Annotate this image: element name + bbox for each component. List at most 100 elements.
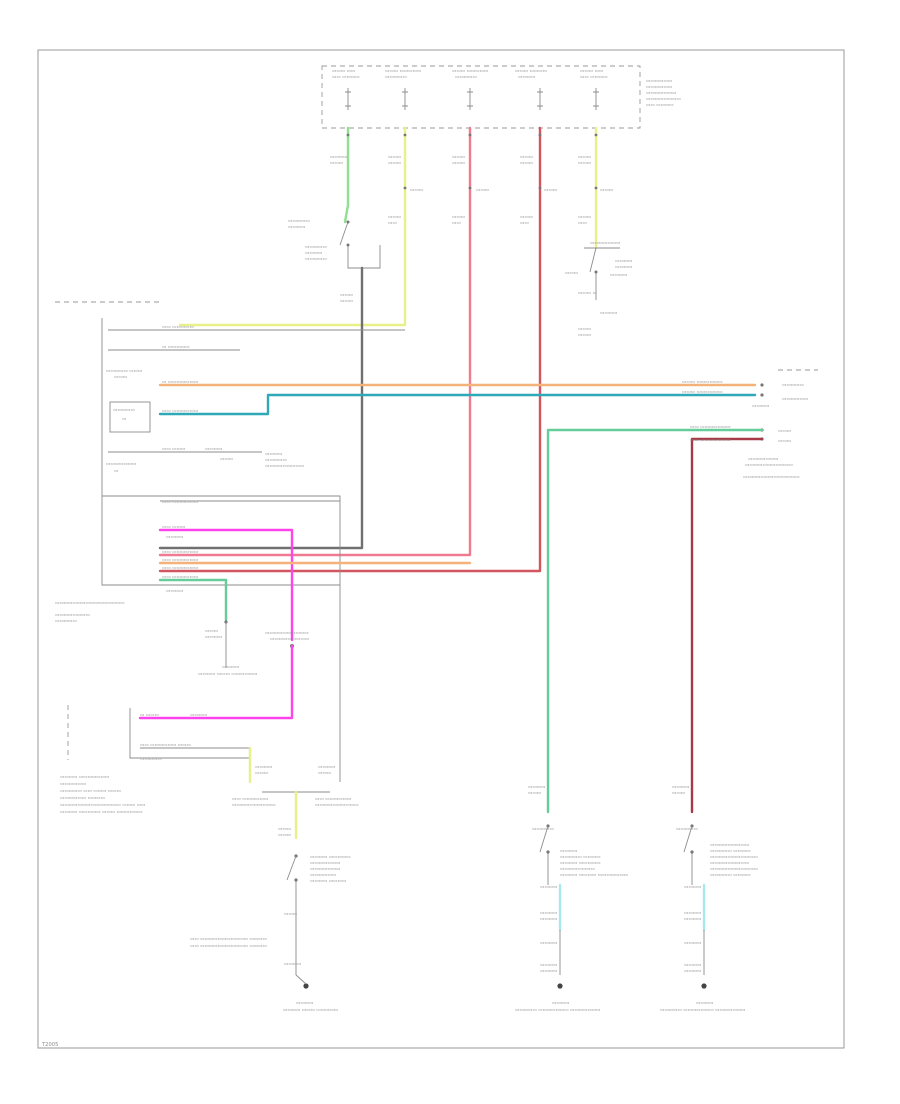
svg-text:▭▭▭▭▭▭: ▭▭▭▭▭▭ xyxy=(310,873,336,878)
wire-label-gray: ▭▭▭▭▭▭ xyxy=(340,293,353,304)
svg-text:▭▭▭▭▭▭▭▭▭▭▭▭▭▭▭▭: ▭▭▭▭▭▭▭▭▭▭▭▭▭▭▭▭ xyxy=(55,601,124,606)
svg-text:▭▭ ▭▭▭▭▭▭: ▭▭ ▭▭▭▭▭▭ xyxy=(162,566,198,571)
svg-text:▭▭: ▭▭ xyxy=(452,221,461,226)
svg-text:▭▭▭▭▭▭▭: ▭▭▭▭▭▭▭ xyxy=(646,91,676,96)
svg-text:▭▭▭▭ ▭▭▭ ▭▭▭▭▭: ▭▭▭▭ ▭▭▭ ▭▭▭▭▭ xyxy=(283,1008,338,1013)
svg-text:▭▭▭: ▭▭▭ xyxy=(578,333,591,338)
svg-text:▭▭▭ ▭▭: ▭▭▭ ▭▭ xyxy=(332,69,355,74)
svg-text:▭▭▭▭▭ ▭▭ ▭▭▭ ▭▭▭: ▭▭▭▭▭ ▭▭ ▭▭▭ ▭▭▭ xyxy=(60,789,121,794)
svg-text:▭▭▭▭▭: ▭▭▭▭▭ xyxy=(305,257,327,262)
svg-text:▭▭▭: ▭▭▭ xyxy=(330,161,343,166)
svg-text:▭▭▭▭: ▭▭▭▭ xyxy=(684,941,701,946)
svg-text:▭▭▭▭: ▭▭▭▭ xyxy=(205,447,222,452)
svg-text:▭▭▭: ▭▭▭ xyxy=(778,439,791,444)
diagram-border xyxy=(37,49,845,1049)
fuses xyxy=(345,88,599,110)
diagram-footer-code: T2005 xyxy=(41,1042,58,1048)
svg-text:▭▭▭: ▭▭▭ xyxy=(278,833,291,838)
svg-text:▭▭▭: ▭▭▭ xyxy=(452,155,465,160)
svg-text:▭▭▭▭▭▭▭▭: ▭▭▭▭▭▭▭▭ xyxy=(560,867,595,872)
svg-text:▭ ▭▭▭: ▭ ▭▭▭ xyxy=(140,713,159,718)
central-junction-box xyxy=(321,65,641,129)
svg-text:▭▭▭: ▭▭▭ xyxy=(578,161,591,166)
svg-text:▭▭▭▭: ▭▭▭▭ xyxy=(540,941,557,946)
svg-text:▭▭▭: ▭▭▭ xyxy=(520,161,533,166)
svg-text:▭▭: ▭▭ xyxy=(388,221,397,226)
svg-text:▭ ▭▭▭▭▭▭▭: ▭ ▭▭▭▭▭▭▭ xyxy=(162,380,198,385)
svg-text:▭▭▭: ▭▭▭ xyxy=(544,188,557,193)
svg-text:▭▭ ▭▭▭▭: ▭▭ ▭▭▭▭ xyxy=(646,103,674,108)
svg-text:▭▭▭▭ ▭▭▭▭▭▭▭: ▭▭▭▭ ▭▭▭▭▭▭▭ xyxy=(60,775,109,780)
svg-text:▭▭▭▭▭▭▭: ▭▭▭▭▭▭▭ xyxy=(590,241,620,246)
svg-text:▭▭▭▭▭▭▭: ▭▭▭▭▭▭▭ xyxy=(106,462,136,467)
svg-text:▭▭▭▭: ▭▭▭▭ xyxy=(615,259,632,264)
right-bus-labels: ▭▭ ▭▭▭▭▭▭▭▭▭ ▭▭▭▭▭▭▭ ▭▭▭▭▭▭ ▭▭▭▭▭▭▭▭▭▭▭▭… xyxy=(690,425,799,480)
svg-text:▭▭▭▭: ▭▭▭▭ xyxy=(222,665,239,670)
svg-text:▭▭ ▭▭▭▭: ▭▭ ▭▭▭▭ xyxy=(580,75,608,80)
svg-text:▭▭▭▭: ▭▭▭▭ xyxy=(318,765,335,770)
lower-left-module: ▭ ▭▭▭▭▭▭▭ ▭▭ ▭▭▭▭▭▭ ▭▭▭▭▭▭▭▭ ▭▭▭▭ ▭▭▭▭▭▭… xyxy=(60,705,250,815)
svg-text:▭▭▭▭: ▭▭▭▭ xyxy=(205,635,222,640)
svg-text:▭▭▭ ▭▭▭▭: ▭▭▭ ▭▭▭▭ xyxy=(515,69,547,74)
svg-text:▭▭: ▭▭ xyxy=(578,221,587,226)
svg-text:▭▭▭: ▭▭▭ xyxy=(388,215,401,220)
svg-text:▭▭▭▭: ▭▭▭▭ xyxy=(696,1001,713,1006)
svg-text:▭▭▭▭▭▭▭▭▭▭▭: ▭▭▭▭▭▭▭▭▭▭▭ xyxy=(710,867,758,872)
svg-text:▭▭▭: ▭▭▭ xyxy=(284,912,297,917)
ground-left-cluster: ▭▭▭▭▭▭▭ ▭▭▭▭▭▭▭▭ ▭▭▭ ▭▭▭▭▭▭ xyxy=(198,620,257,677)
svg-text:▭▭▭ ▭: ▭▭▭ ▭ xyxy=(578,291,597,296)
svg-text:▭▭▭▭: ▭▭▭▭ xyxy=(528,785,545,790)
svg-text:▭▭▭▭▭▭▭▭▭▭▭: ▭▭▭▭▭▭▭▭▭▭▭ xyxy=(710,855,758,860)
svg-text:▭▭▭▭▭ ▭▭▭▭: ▭▭▭▭▭ ▭▭▭▭ xyxy=(710,849,751,854)
svg-text:▭▭▭▭: ▭▭▭▭ xyxy=(540,969,557,974)
svg-text:▭▭▭▭▭▭▭▭▭▭: ▭▭▭▭▭▭▭▭▭▭ xyxy=(232,803,275,808)
svg-text:▭▭▭▭▭▭▭▭▭▭▭: ▭▭▭▭▭▭▭▭▭▭▭ xyxy=(745,463,793,468)
svg-text:▭▭ ▭▭▭: ▭▭ ▭▭▭ xyxy=(162,447,185,452)
svg-text:▭▭▭▭▭▭▭▭▭▭▭▭▭▭ ▭▭▭ ▭▭: ▭▭▭▭▭▭▭▭▭▭▭▭▭▭ ▭▭▭ ▭▭ xyxy=(60,803,145,808)
wire-magenta-loop xyxy=(158,528,294,642)
svg-text:▭▭▭▭: ▭▭▭▭ xyxy=(684,885,701,890)
svg-text:▭▭▭▭: ▭▭▭▭ xyxy=(540,885,557,890)
wire-light-green-bus xyxy=(546,428,764,814)
svg-text:▭▭▭▭▭: ▭▭▭▭▭ xyxy=(288,219,310,224)
upper-right-switch: ▭▭▭▭▭▭▭ ▭▭▭▭▭▭▭ ▭▭▭▭▭▭▭▭ ▭▭▭ ▭▭▭▭▭ ▭▭▭▭▭… xyxy=(565,241,632,338)
svg-text:▭▭▭▭▭: ▭▭▭▭▭ xyxy=(532,827,554,832)
svg-text:▭▭▭▭: ▭▭▭▭ xyxy=(296,1001,313,1006)
svg-text:▭▭▭▭: ▭▭▭▭ xyxy=(265,452,282,457)
svg-text:▭▭▭: ▭▭▭ xyxy=(388,161,401,166)
svg-text:▭▭▭: ▭▭▭ xyxy=(778,429,791,434)
svg-text:▭▭▭: ▭▭▭ xyxy=(565,271,578,276)
svg-text:▭▭ ▭▭▭▭▭▭: ▭▭ ▭▭▭▭▭▭ xyxy=(162,550,198,555)
svg-text:▭▭▭▭▭: ▭▭▭▭▭ xyxy=(305,245,327,250)
svg-text:▭▭▭▭ ▭▭▭▭▭: ▭▭▭▭ ▭▭▭▭▭ xyxy=(560,861,601,866)
svg-text:▭▭▭▭▭▭▭▭: ▭▭▭▭▭▭▭▭ xyxy=(55,613,90,618)
svg-text:▭▭▭▭: ▭▭▭▭ xyxy=(166,535,183,540)
svg-text:▭▭▭▭: ▭▭▭▭ xyxy=(552,1001,569,1006)
wire-teal-lower xyxy=(158,578,228,622)
svg-text:▭▭▭ ▭▭: ▭▭▭ ▭▭ xyxy=(580,69,603,74)
svg-text:▭▭▭▭: ▭▭▭▭ xyxy=(518,75,535,80)
svg-text:▭▭▭▭▭▭▭▭▭: ▭▭▭▭▭▭▭▭▭ xyxy=(265,464,304,469)
ignition-switch: ▭▭▭▭▭▭▭▭▭ ▭▭▭▭▭▭▭▭▭ ▭▭▭▭▭ xyxy=(288,219,381,269)
svg-text:▭▭▭: ▭▭▭ xyxy=(528,791,541,796)
svg-text:▭▭ ▭▭▭▭▭▭: ▭▭ ▭▭▭▭▭▭ xyxy=(162,558,198,563)
svg-text:▭▭▭: ▭▭▭ xyxy=(205,629,218,634)
svg-text:▭: ▭ xyxy=(114,469,118,474)
svg-text:▭▭▭: ▭▭▭ xyxy=(318,771,331,776)
passenger-buckle-switch: ▭▭▭▭▭▭▭ ▭▭▭▭▭ ▭▭▭▭▭▭▭▭▭▭▭▭▭▭ ▭▭▭▭ ▭▭▭▭▭▭… xyxy=(660,785,758,1013)
svg-text:▭▭ ▭▭▭▭: ▭▭ ▭▭▭▭ xyxy=(332,75,360,80)
svg-text:▭▭▭▭▭: ▭▭▭▭▭ xyxy=(676,827,698,832)
svg-text:▭▭▭▭: ▭▭▭▭ xyxy=(190,713,207,718)
svg-text:▭▭ ▭▭▭▭▭▭▭▭▭▭▭ ▭▭▭▭: ▭▭ ▭▭▭▭▭▭▭▭▭▭▭ ▭▭▭▭ xyxy=(190,937,267,942)
svg-text:▭▭▭▭: ▭▭▭▭ xyxy=(684,917,701,922)
svg-text:▭▭▭▭▭▭: ▭▭▭▭▭▭ xyxy=(646,85,672,90)
svg-text:▭▭▭▭ ▭▭▭▭: ▭▭▭▭ ▭▭▭▭ xyxy=(310,879,346,884)
svg-text:▭▭▭▭▭ ▭▭▭▭: ▭▭▭▭▭ ▭▭▭▭ xyxy=(710,873,751,878)
svg-text:▭▭▭▭: ▭▭▭▭ xyxy=(166,589,183,594)
instrument-cluster-box: ▭▭▭▭▭▭ ▭▭▭▭▭ ▭▭▭▭▭▭ ▭▭▭▭▭▭▭▭ ▭▭▭▭▭▭▭▭▭▭▭… xyxy=(55,301,341,624)
svg-text:▭▭▭: ▭▭▭ xyxy=(578,155,591,160)
svg-text:▭▭▭▭▭ ▭▭▭▭: ▭▭▭▭▭ ▭▭▭▭ xyxy=(560,855,601,860)
svg-text:▭▭▭ ▭▭▭▭▭: ▭▭▭ ▭▭▭▭▭ xyxy=(452,69,488,74)
